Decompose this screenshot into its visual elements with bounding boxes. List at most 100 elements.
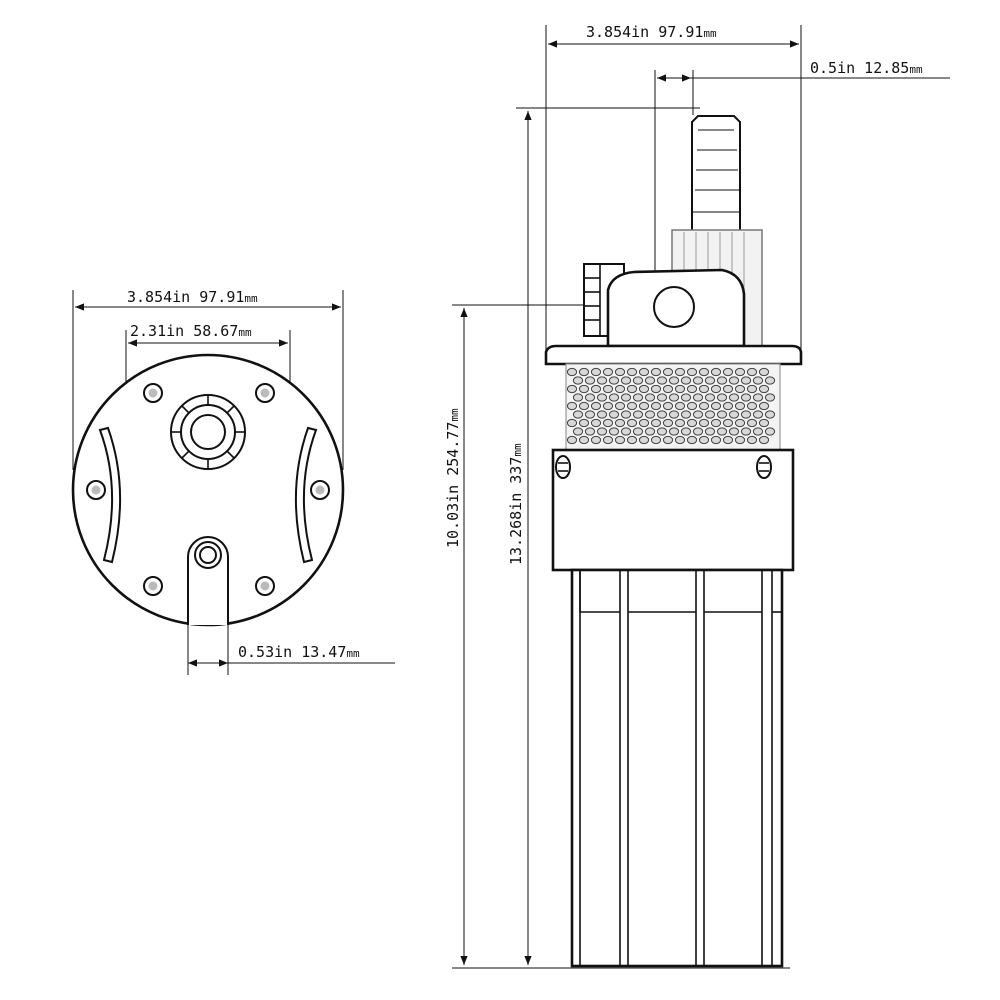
screen-hole bbox=[650, 384, 662, 394]
left-slot bbox=[98, 426, 122, 564]
screen-hole bbox=[614, 384, 626, 394]
screen-hole bbox=[626, 367, 638, 377]
screen-hole bbox=[764, 427, 776, 436]
screen-hole bbox=[638, 435, 650, 445]
screen-hole bbox=[620, 393, 632, 402]
screen-hole bbox=[752, 427, 764, 436]
screen-hole bbox=[698, 401, 710, 411]
screen-hole bbox=[578, 367, 590, 377]
screen-hole bbox=[746, 401, 758, 411]
screen-hole bbox=[602, 367, 614, 377]
screen-hole bbox=[656, 427, 668, 436]
screen-hole bbox=[716, 376, 728, 385]
screen-hole bbox=[632, 376, 644, 385]
screen-holes bbox=[566, 367, 776, 445]
screen-hole bbox=[572, 410, 584, 419]
screen-hole bbox=[662, 384, 674, 394]
screen-hole bbox=[590, 401, 602, 411]
screen-hole bbox=[602, 435, 614, 445]
screen-hole bbox=[734, 401, 746, 411]
screen-hole bbox=[566, 401, 578, 411]
screen-hole bbox=[608, 427, 620, 436]
screen-hole bbox=[686, 367, 698, 377]
screen-hole bbox=[662, 401, 674, 411]
outlet-boss bbox=[187, 536, 229, 625]
screen-hole bbox=[686, 418, 698, 428]
screen-hole bbox=[578, 384, 590, 394]
motor-can bbox=[570, 568, 784, 968]
screen-hole bbox=[650, 418, 662, 428]
screen-hole bbox=[626, 384, 638, 394]
screen-hole bbox=[686, 435, 698, 445]
screen-hole bbox=[614, 367, 626, 377]
screen-hole bbox=[764, 393, 776, 402]
screen-hole bbox=[596, 410, 608, 419]
screen-hole bbox=[644, 427, 656, 436]
screen-hole bbox=[668, 376, 680, 385]
screen-hole bbox=[566, 384, 578, 394]
screen-hole bbox=[710, 401, 722, 411]
screw bbox=[756, 455, 772, 479]
screen-hole bbox=[698, 435, 710, 445]
screen-hole bbox=[572, 376, 584, 385]
screen-hole bbox=[644, 410, 656, 419]
screen-hole bbox=[704, 427, 716, 436]
screen-hole bbox=[620, 410, 632, 419]
top-outer-width-label: 3.854in 97.91mm bbox=[127, 288, 258, 306]
screen-hole bbox=[698, 384, 710, 394]
screen-hole bbox=[638, 384, 650, 394]
screen-hole bbox=[566, 367, 578, 377]
total-height-label: 13.268in 337mm bbox=[507, 443, 525, 565]
screen-hole bbox=[614, 435, 626, 445]
screen-hole bbox=[674, 384, 686, 394]
screen-hole bbox=[758, 401, 770, 411]
screen-hole bbox=[650, 435, 662, 445]
screen-hole bbox=[590, 435, 602, 445]
intake-screen bbox=[565, 363, 781, 451]
motor-band bbox=[551, 448, 795, 572]
screen-hole bbox=[602, 384, 614, 394]
screen-hole bbox=[710, 384, 722, 394]
screen-hole bbox=[734, 435, 746, 445]
screen-hole bbox=[746, 418, 758, 428]
screen-hole bbox=[722, 384, 734, 394]
flange-plate bbox=[544, 344, 803, 366]
screen-hole bbox=[704, 393, 716, 402]
screen-hole bbox=[638, 367, 650, 377]
screen-hole bbox=[590, 384, 602, 394]
screen-hole bbox=[578, 401, 590, 411]
screen-hole bbox=[680, 376, 692, 385]
screen-hole bbox=[674, 367, 686, 377]
screen-hole bbox=[584, 393, 596, 402]
nozzle-label: 0.5in 12.85mm bbox=[810, 59, 923, 77]
screen-hole bbox=[698, 367, 710, 377]
screen-hole bbox=[650, 401, 662, 411]
screen-hole bbox=[752, 393, 764, 402]
screen-hole bbox=[746, 435, 758, 445]
screen-hole bbox=[680, 427, 692, 436]
screen-hole bbox=[758, 435, 770, 445]
screen-hole bbox=[710, 435, 722, 445]
screen-hole bbox=[590, 367, 602, 377]
screen-hole bbox=[602, 418, 614, 428]
screen-hole bbox=[704, 376, 716, 385]
screen-hole bbox=[602, 401, 614, 411]
screen-hole bbox=[668, 393, 680, 402]
screen-hole bbox=[626, 435, 638, 445]
screen-hole bbox=[710, 367, 722, 377]
screen-hole bbox=[746, 384, 758, 394]
screen-hole bbox=[584, 427, 596, 436]
outlet-nozzle bbox=[691, 115, 741, 233]
screw bbox=[255, 383, 275, 403]
screen-hole bbox=[686, 384, 698, 394]
screen-hole bbox=[758, 418, 770, 428]
screen-hole bbox=[752, 410, 764, 419]
screen-hole bbox=[572, 393, 584, 402]
screen-hole bbox=[722, 401, 734, 411]
screen-hole bbox=[710, 418, 722, 428]
screen-hole bbox=[692, 410, 704, 419]
screen-hole bbox=[746, 367, 758, 377]
screen-hole bbox=[662, 418, 674, 428]
side-width-label: 3.854in 97.91mm bbox=[586, 23, 717, 41]
